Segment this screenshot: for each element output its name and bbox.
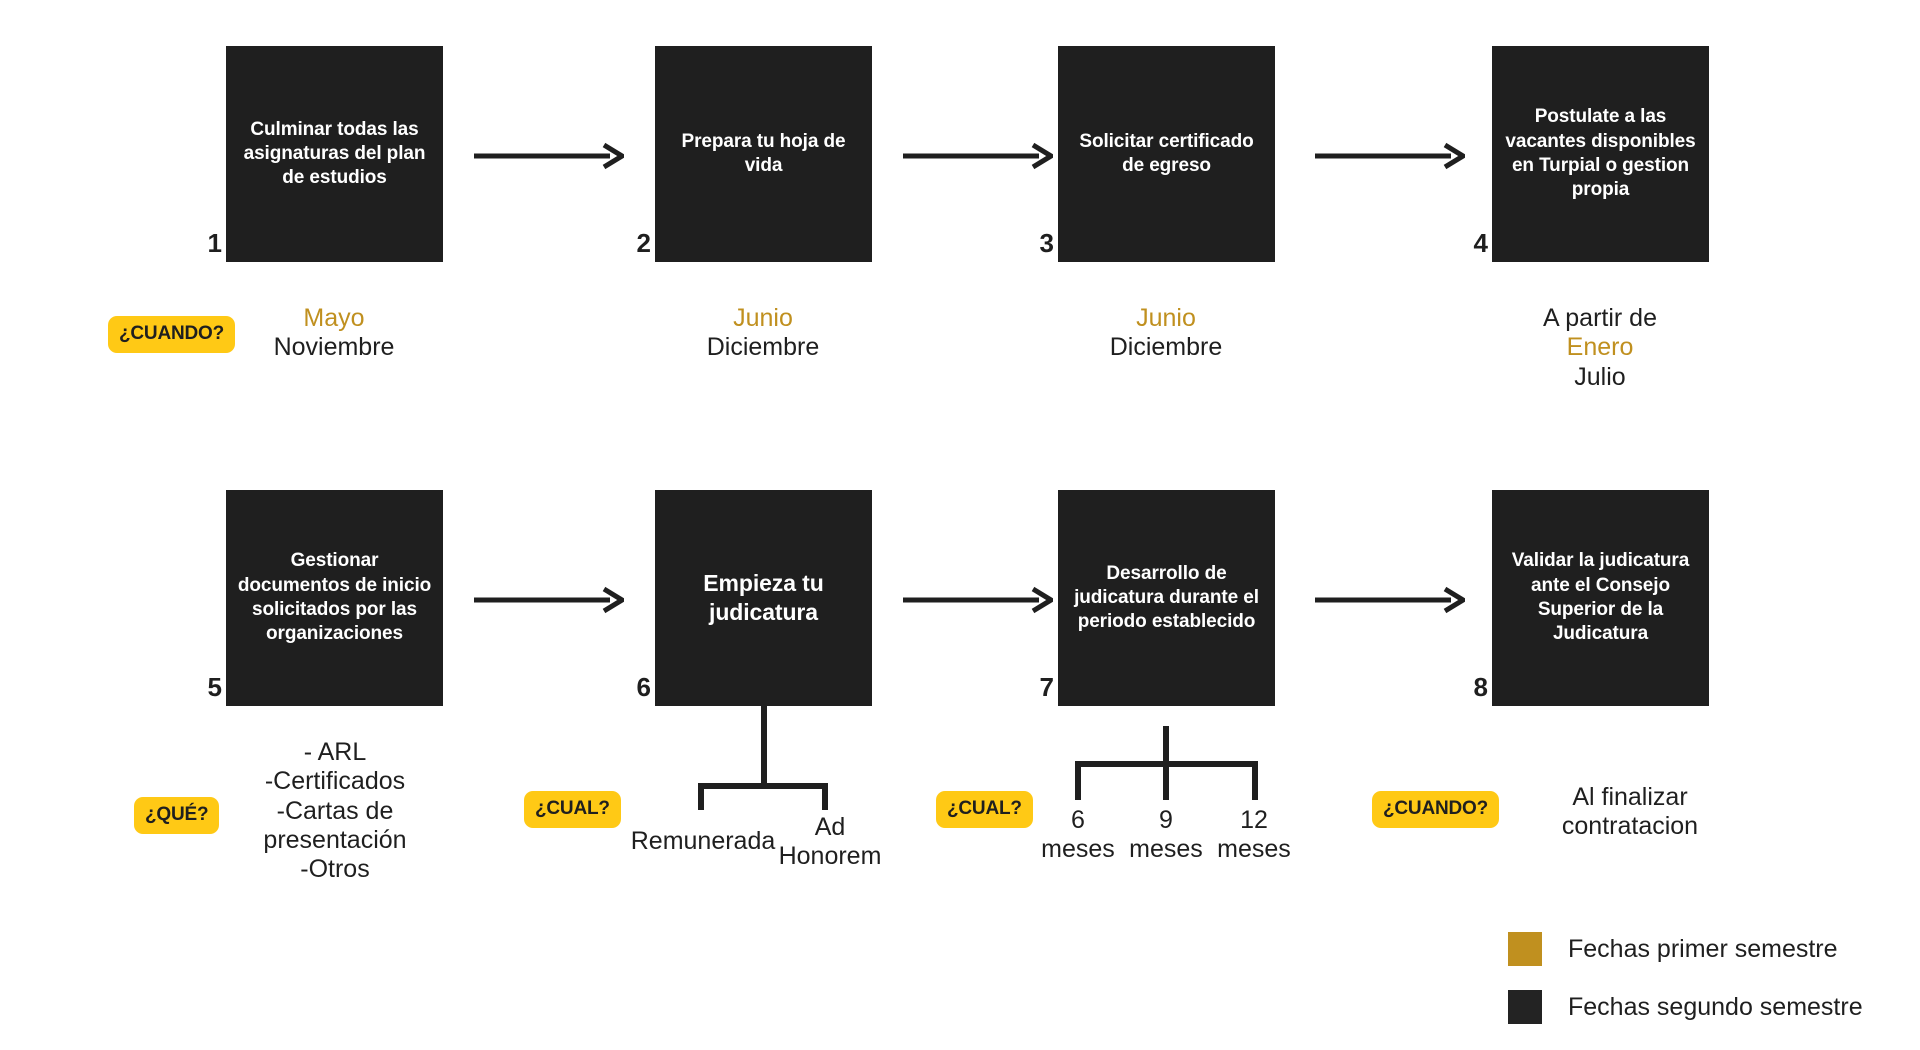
step-box-8[interactable]: Validar la judicatura ante el Consejo Su…	[1492, 490, 1709, 706]
step-box-5-text: Gestionar documentos de inicio solicitad…	[237, 550, 432, 645]
step-box-8-text: Validar la judicatura ante el Consejo Su…	[1511, 550, 1690, 645]
branch-label-6-meses-unit: meses	[1041, 834, 1115, 863]
caption-step-1-line-1: Mayo	[303, 304, 365, 332]
legend-swatch-dark-icon	[1508, 990, 1542, 1024]
arrow-1-to-2	[474, 142, 624, 170]
step-number-3: 3	[1039, 228, 1054, 258]
caption-step-1: Mayo Noviembre	[209, 304, 459, 363]
step-number-4: 4	[1473, 228, 1488, 258]
arrow-6-to-7	[903, 586, 1053, 614]
branch-label-ad-honorem-line-1: Ad	[814, 813, 846, 841]
step-box-3-text: Solicitar certificado de egreso	[1079, 130, 1254, 176]
caption-step-3: Junio Diciembre	[1041, 304, 1291, 363]
step-box-4[interactable]: Postulate a las vacantes disponibles en …	[1492, 46, 1709, 262]
badge-que-step5[interactable]: ¿QUÉ?	[134, 797, 220, 834]
branch-label-6-meses-num: 6	[1071, 806, 1085, 834]
step-box-6-text: Empieza tu judicatura	[703, 569, 824, 625]
branch-label-12-meses-unit: meses	[1217, 834, 1291, 863]
branch-tree-step6	[698, 700, 828, 810]
caption-step-2: Junio Diciembre	[638, 304, 888, 363]
caption-step-5-line-3: -Cartas de	[276, 796, 394, 825]
caption-step-1-line-2: Noviembre	[273, 333, 395, 362]
caption-step-5-line-5: -Otros	[300, 855, 370, 883]
badge-cual-step6[interactable]: ¿CUAL?	[524, 791, 621, 828]
step-number-1: 1	[207, 228, 222, 258]
step-number-6: 6	[636, 672, 651, 702]
caption-step-4-line-2: Enero	[1566, 333, 1634, 362]
badge-cuando-step8[interactable]: ¿CUANDO?	[1372, 791, 1499, 828]
caption-step-5-line-1: - ARL	[303, 738, 367, 766]
legend-row-primer-semestre: Fechas primer semestre	[1508, 932, 1838, 966]
step-box-1[interactable]: Culminar todas las asignaturas del plan …	[226, 46, 443, 262]
badge-cuando-step1[interactable]: ¿CUANDO?	[108, 316, 235, 353]
arrow-2-to-3	[903, 142, 1053, 170]
step-number-8: 8	[1473, 672, 1488, 702]
step-box-1-text: Culminar todas las asignaturas del plan …	[243, 118, 426, 189]
arrow-5-to-6	[474, 586, 624, 614]
arrow-3-to-4	[1315, 142, 1465, 170]
arrow-7-to-8	[1315, 586, 1465, 614]
caption-step-4-line-1: A partir de	[1543, 304, 1657, 332]
legend-row-segundo-semestre: Fechas segundo semestre	[1508, 990, 1863, 1024]
branch-label-ad-honorem-line-2: Honorem	[778, 841, 882, 870]
caption-step-2-line-2: Diciembre	[706, 333, 820, 362]
step-box-5[interactable]: Gestionar documentos de inicio solicitad…	[226, 490, 443, 706]
legend-swatch-gold-icon	[1508, 932, 1542, 966]
branch-label-9-meses: 9 meses	[1096, 806, 1236, 864]
branch-label-ad-honorem: Ad Honorem	[755, 813, 905, 871]
branch-label-9-meses-unit: meses	[1129, 834, 1203, 863]
branch-label-9-meses-num: 9	[1159, 806, 1173, 834]
step-number-2: 2	[636, 228, 651, 258]
step-number-7: 7	[1039, 672, 1054, 702]
caption-step-8-line-2: contratacion	[1561, 812, 1699, 841]
step-box-4-text: Postulate a las vacantes disponibles en …	[1505, 106, 1696, 201]
caption-step-4: A partir de Enero Julio	[1475, 304, 1725, 392]
caption-step-5-line-2: -Certificados	[264, 767, 406, 796]
step-box-7-text: Desarrollo de judicatura durante el peri…	[1074, 562, 1259, 633]
caption-step-8-line-1: Al finalizar	[1572, 783, 1688, 811]
branch-label-6-meses: 6 meses	[1008, 806, 1148, 864]
caption-step-3-line-1: Junio	[1136, 304, 1196, 332]
legend-label-segundo-semestre: Fechas segundo semestre	[1568, 992, 1863, 1021]
step-box-6[interactable]: Empieza tu judicatura	[655, 490, 872, 706]
caption-step-2-line-1: Junio	[733, 304, 793, 332]
step-box-2[interactable]: Prepara tu hoja de vida	[655, 46, 872, 262]
step-box-3[interactable]: Solicitar certificado de egreso	[1058, 46, 1275, 262]
caption-step-5: - ARL -Certificados -Cartas de presentac…	[215, 738, 455, 884]
branch-label-12-meses-num: 12	[1240, 806, 1268, 834]
branch-tree-step7	[1075, 726, 1258, 800]
caption-step-5-line-4: presentación	[263, 825, 407, 854]
step-box-2-text: Prepara tu hoja de vida	[681, 130, 846, 176]
branch-label-remunerada: Remunerada	[630, 827, 776, 855]
step-number-5: 5	[207, 672, 222, 702]
branch-label-12-meses: 12 meses	[1184, 806, 1324, 864]
legend-label-primer-semestre: Fechas primer semestre	[1568, 934, 1838, 963]
badge-cual-step7[interactable]: ¿CUAL?	[936, 791, 1033, 828]
caption-step-3-line-2: Diciembre	[1109, 333, 1223, 362]
caption-step-8: Al finalizar contratacion	[1520, 783, 1740, 842]
caption-step-4-line-3: Julio	[1574, 362, 1626, 391]
step-box-7[interactable]: Desarrollo de judicatura durante el peri…	[1058, 490, 1275, 706]
